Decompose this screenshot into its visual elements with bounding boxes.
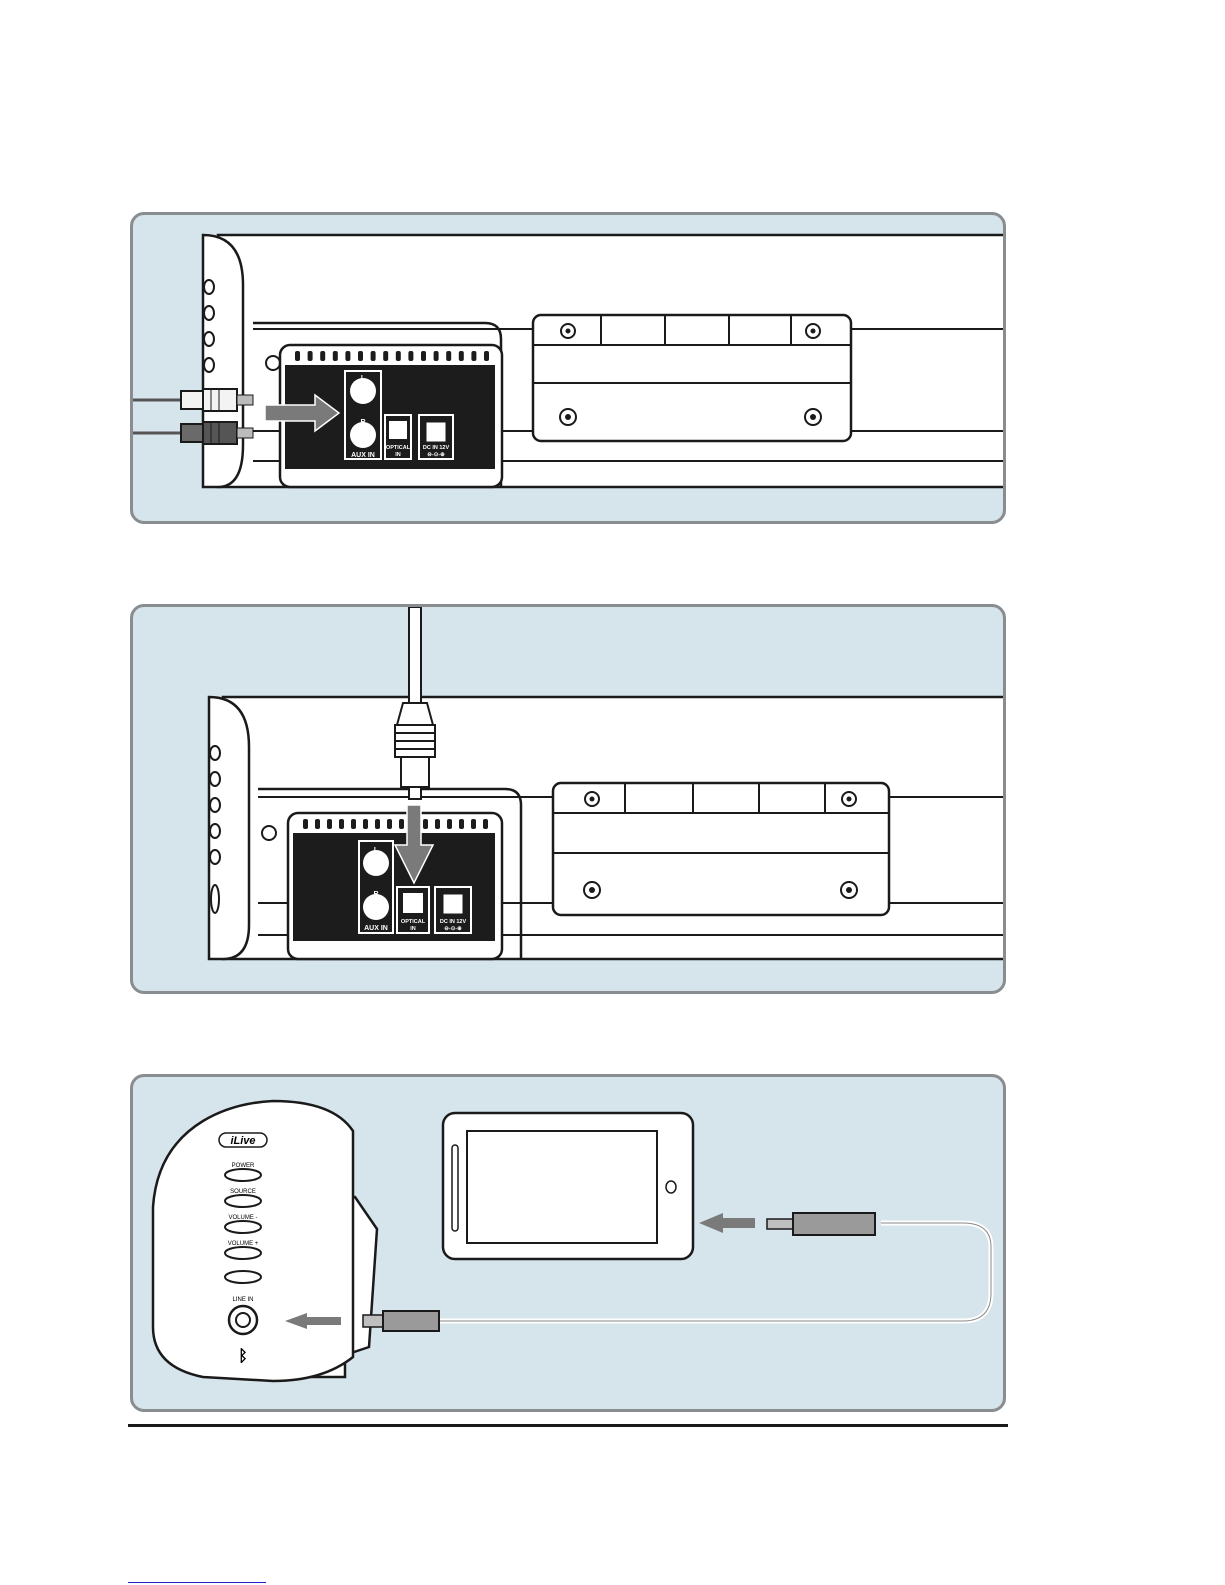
aux-connection-diagram: L R AUX IN OPTICAL IN DC IN 12V ⊖-⊙-⊕	[133, 215, 1006, 524]
side-button	[225, 1247, 261, 1259]
screw-icon	[262, 826, 276, 840]
aux-plug-bottom	[363, 1311, 439, 1331]
optical-connection-diagram: L R AUX IN OPTICAL IN DC IN 12V ⊖-⊙-⊕	[133, 607, 1006, 994]
vent-slot	[399, 819, 404, 829]
vent-slot	[471, 351, 476, 361]
vent-slot	[327, 819, 332, 829]
phone-speaker-slot	[452, 1145, 458, 1231]
screw-icon	[266, 356, 280, 370]
jack-l-label: L	[374, 847, 379, 854]
dc-label: DC IN 12V	[423, 445, 450, 451]
optical-port	[403, 893, 423, 913]
phone-home-button	[666, 1181, 676, 1193]
vent-slot	[459, 351, 464, 361]
vent-slot	[447, 819, 452, 829]
vent-slot	[408, 351, 413, 361]
jack-r-label: R	[360, 419, 365, 426]
optical-port	[389, 421, 407, 439]
vent-slot	[459, 819, 464, 829]
vent-slot	[446, 351, 451, 361]
optical-connection-panel: L R AUX IN OPTICAL IN DC IN 12V ⊖-⊙-⊕	[130, 604, 1006, 994]
vent-slot	[363, 819, 368, 829]
vent-slot	[320, 351, 325, 361]
line-in-label: LINE IN	[232, 1297, 253, 1303]
vent-slot	[295, 351, 300, 361]
optical-in-label: IN	[410, 926, 416, 932]
side-button	[225, 1221, 261, 1233]
vent-slot	[358, 351, 363, 361]
vent-slot	[434, 351, 439, 361]
side-button	[225, 1169, 261, 1181]
phone-screen	[467, 1131, 657, 1243]
optical-label: OPTICAL	[386, 445, 411, 451]
vent-slot	[339, 819, 344, 829]
aux-in-label: AUX IN	[351, 452, 375, 459]
aux-in-label: AUX IN	[364, 925, 388, 932]
vent-slot	[303, 819, 308, 829]
vent-slot	[333, 351, 338, 361]
logo-text: iLive	[230, 1135, 255, 1147]
vent-slot	[421, 351, 426, 361]
vent-slot	[387, 819, 392, 829]
jack-r-label: R	[373, 891, 378, 898]
dc-polarity-label: ⊖-⊙-⊕	[427, 452, 445, 458]
aux-connection-panel: L R AUX IN OPTICAL IN DC IN 12V ⊖-⊙-⊕	[130, 212, 1006, 524]
vent-slot	[315, 819, 320, 829]
unlabeled-button	[225, 1271, 261, 1283]
vent-slot	[375, 819, 380, 829]
optical-cable	[409, 607, 421, 703]
wall-mount-bracket	[553, 783, 889, 915]
vent-slot	[371, 351, 376, 361]
wall-mount-bracket	[533, 315, 851, 441]
dc-polarity-label: ⊖-⊙-⊕	[444, 926, 462, 932]
vent-slot	[383, 351, 388, 361]
vent-slot	[396, 351, 401, 361]
vent-slot	[484, 351, 489, 361]
footer-link-underline	[128, 1582, 266, 1583]
vent-slot	[423, 819, 428, 829]
dc-label: DC IN 12V	[440, 919, 467, 925]
vent-slot	[345, 351, 350, 361]
jack-l-label: L	[361, 375, 366, 382]
footer-rule	[128, 1424, 1008, 1427]
vent-slot	[351, 819, 356, 829]
vent-slot	[471, 819, 476, 829]
vent-slot	[483, 819, 488, 829]
aux-plug-top	[767, 1213, 875, 1235]
optical-in-label: IN	[395, 452, 401, 458]
arrow-left-icon	[699, 1213, 755, 1233]
vent-slot	[308, 351, 313, 361]
optical-label: OPTICAL	[401, 919, 426, 925]
bluetooth-icon: ᛒ	[238, 1348, 248, 1365]
side-button	[225, 1195, 261, 1207]
optical-plug	[395, 703, 435, 799]
vent-slot	[435, 819, 440, 829]
dc-port	[442, 893, 464, 915]
dc-port	[425, 421, 447, 443]
